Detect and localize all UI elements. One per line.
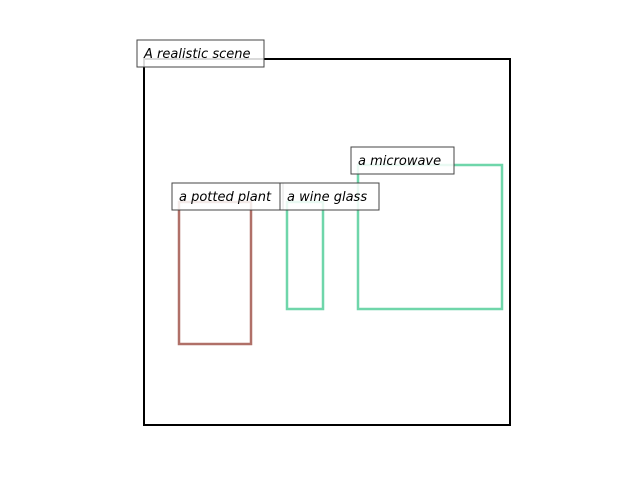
- microwave-label-text: a microwave: [358, 154, 441, 169]
- potted-plant-label: a potted plant: [171, 182, 284, 211]
- wine-glass-label-box: [279, 182, 380, 211]
- wine-glass-box: [285, 200, 325, 311]
- potted-plant-box: [177, 200, 253, 346]
- wine-glass-label-text: a wine glass: [287, 190, 367, 205]
- microwave-label-box: [350, 146, 455, 175]
- scene-caption-label: A realistic scene: [136, 39, 265, 68]
- microwave-label: a microwave: [350, 146, 455, 175]
- scene-caption-box: [136, 39, 265, 68]
- potted-plant-label-box: [171, 182, 284, 211]
- potted-plant-label-text: a potted plant: [179, 190, 272, 205]
- scene-caption-text: A realistic scene: [143, 47, 250, 62]
- wine-glass-label: a wine glass: [279, 182, 380, 211]
- microwave-box: [356, 163, 504, 311]
- scene-frame: [143, 58, 511, 426]
